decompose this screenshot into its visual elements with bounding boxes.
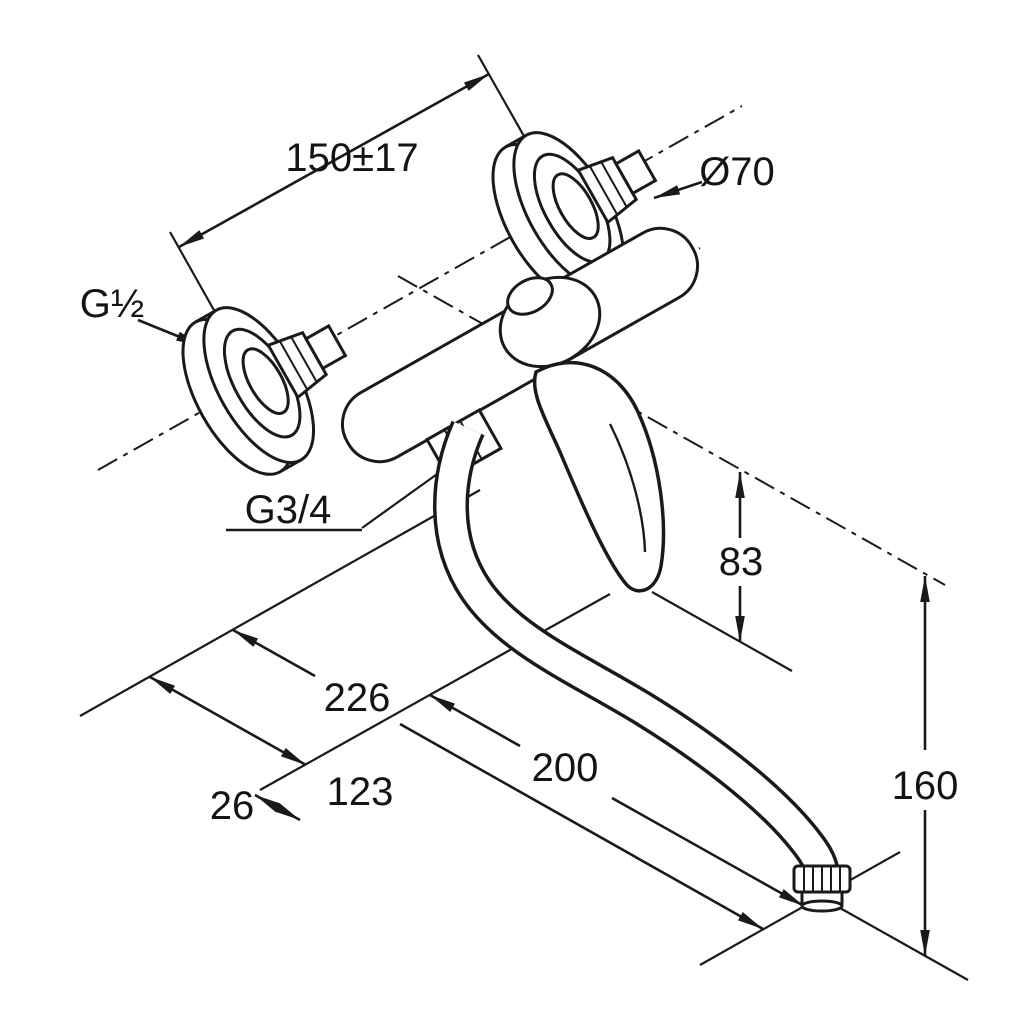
dim-label-outlet-drop: 160: [892, 764, 959, 808]
dim-label-offset-small: 26: [210, 784, 255, 828]
dim-label-reach-outlet: 200: [532, 746, 599, 790]
nut-facet: [290, 337, 318, 382]
dimension-labels: 150±17 Ø70 G½ G3/4 83 226 200 123 26 160: [80, 136, 959, 828]
aerator-extension-line: [699, 851, 901, 966]
body-depth-centerline: [397, 275, 946, 586]
wall-flange-left: [181, 306, 348, 476]
dimension-line-123: [149, 675, 307, 767]
dim-label-reach-mid: 123: [327, 770, 394, 814]
nut-facet: [600, 162, 628, 207]
dim-label-mounting-span: 150±17: [285, 136, 418, 180]
dimension-line-200-right: [611, 796, 805, 908]
g34-leader-line: [361, 471, 441, 529]
nut-stem: [613, 148, 658, 196]
cartridge-cap: [506, 276, 554, 316]
wall-plane-extension-line: [79, 489, 481, 717]
union-nut: [266, 330, 329, 400]
spout-riser-extension-line: [259, 593, 611, 791]
faucet-drawing: [181, 131, 852, 913]
aerator-outlet-face: [800, 899, 844, 913]
dimension-line-150: [178, 72, 490, 249]
union-nut: [576, 155, 639, 225]
handle-outline: [532, 361, 666, 593]
dimension-line-26: [254, 793, 301, 822]
dim-label-reach-total: 226: [324, 676, 391, 720]
flange-hub: [551, 172, 600, 240]
flange-hub: [241, 347, 290, 415]
dim-label-handle-drop: 83: [719, 540, 764, 584]
dimension-line-200-left: [429, 693, 521, 748]
spout: [433, 420, 840, 877]
aerator: [792, 864, 852, 913]
diameter-leader-arrow: [653, 180, 703, 200]
dimension-line-226-right: [399, 722, 764, 931]
handle-accent-line: [608, 423, 647, 553]
spout-fill: [436, 422, 837, 877]
wall-flange-right: [491, 131, 658, 301]
handle-tip-reference-line: [651, 591, 793, 672]
dim-label-flange-diameter: Ø70: [699, 150, 775, 194]
nut-facet: [278, 340, 309, 391]
dim-label-spout-thread: G3/4: [245, 488, 332, 532]
outlet-level-reference-line: [839, 907, 969, 981]
dimension-line-226-left: [232, 628, 316, 678]
nut-stem: [303, 323, 348, 371]
dimension-lines: [137, 72, 930, 956]
lever-handle: [532, 361, 666, 593]
dim-label-inlet-thread: G½: [80, 282, 144, 326]
nut-facet: [588, 165, 619, 216]
